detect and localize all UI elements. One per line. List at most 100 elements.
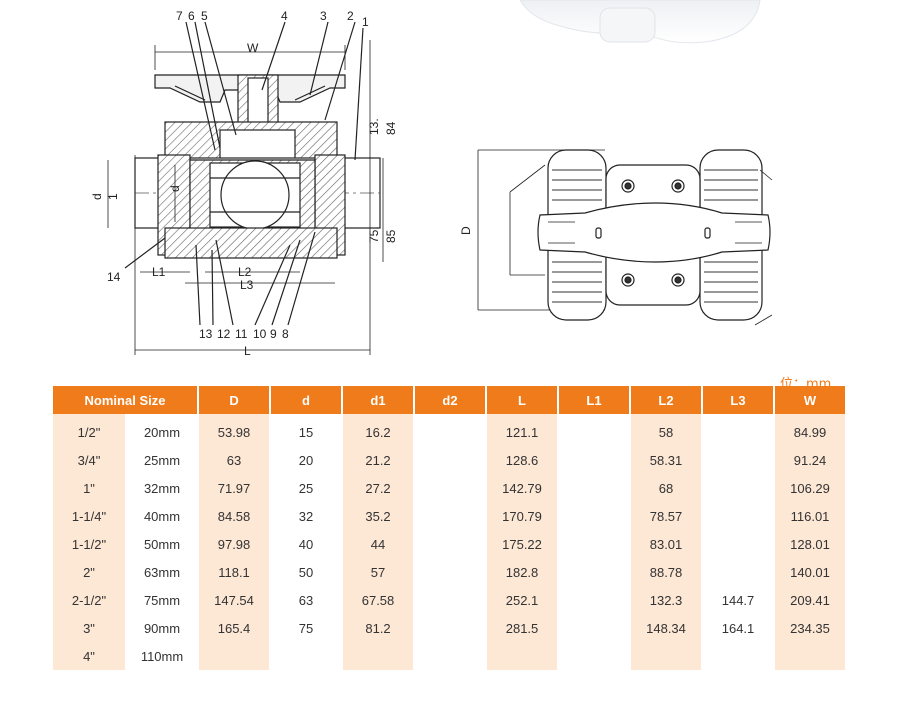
cell-nominal-inch: 2-1/2" (53, 586, 125, 614)
cell-nominal-mm: 110mm (125, 642, 198, 670)
cell-L3 (701, 474, 774, 502)
cell-L2: 132.3 (629, 586, 702, 614)
cell-d: 63 (269, 586, 342, 614)
cell-nominal-mm: 75mm (125, 586, 198, 614)
cell-nominal-mm: 25mm (125, 446, 198, 474)
cell-d1 (341, 642, 414, 670)
section-callouts: 7 6 5 4 3 2 1 13 12 11 10 9 8 14 W L L1 … (90, 9, 398, 358)
cell-L (485, 642, 558, 670)
cell-D: 118.1 (197, 558, 270, 586)
header-d1: d1 (341, 386, 414, 414)
cell-W: 234.35 (773, 614, 846, 642)
cell-W (773, 642, 846, 670)
cell-d2 (413, 502, 486, 530)
cell-L3 (701, 414, 774, 446)
header-W: W (773, 386, 846, 414)
cell-nominal-mm: 50mm (125, 530, 198, 558)
dim-D-label: D (459, 226, 473, 235)
cell-d (269, 642, 342, 670)
cell-D: 71.97 (197, 474, 270, 502)
cell-d1: 21.2 (341, 446, 414, 474)
cell-L1 (557, 614, 630, 642)
cell-L2: 83.01 (629, 530, 702, 558)
cell-L: 128.6 (485, 446, 558, 474)
cell-d1: 44 (341, 530, 414, 558)
callout-8: 8 (282, 327, 289, 341)
cell-L: 170.79 (485, 502, 558, 530)
cell-nominal-inch: 2" (53, 558, 125, 586)
dim-13-label: 13. (367, 118, 381, 135)
callout-13: 13 (199, 327, 213, 341)
dim-d1-label: 1 (106, 193, 120, 200)
header-L1: L1 (557, 386, 630, 414)
cell-L1 (557, 530, 630, 558)
cell-d1: 57 (341, 558, 414, 586)
cell-L2: 68 (629, 474, 702, 502)
cell-L: 121.1 (485, 414, 558, 446)
cell-L1 (557, 474, 630, 502)
cell-L3 (701, 502, 774, 530)
dim-85-label: 85 (384, 229, 398, 243)
cell-nominal-inch: 1-1/2" (53, 530, 125, 558)
dim-l-label: L (244, 344, 251, 358)
cell-d1: 67.58 (341, 586, 414, 614)
cell-W: 209.41 (773, 586, 846, 614)
cell-D (197, 642, 270, 670)
cell-d2 (413, 614, 486, 642)
cell-D: 63 (197, 446, 270, 474)
cell-d: 20 (269, 446, 342, 474)
cell-L3 (701, 558, 774, 586)
cell-nominal-mm: 40mm (125, 502, 198, 530)
cell-d1: 35.2 (341, 502, 414, 530)
header-d: d (269, 386, 342, 414)
cell-L2 (629, 642, 702, 670)
section-view (107, 21, 384, 355)
cell-W: 106.29 (773, 474, 846, 502)
cell-d1: 81.2 (341, 614, 414, 642)
cell-L1 (557, 642, 630, 670)
cell-W: 128.01 (773, 530, 846, 558)
cell-L: 252.1 (485, 586, 558, 614)
cell-L2: 58 (629, 414, 702, 446)
cell-L: 281.5 (485, 614, 558, 642)
cell-d: 50 (269, 558, 342, 586)
callout-4: 4 (281, 9, 288, 23)
cell-L: 182.8 (485, 558, 558, 586)
cell-W: 91.24 (773, 446, 846, 474)
header-D: D (197, 386, 270, 414)
table-header-row: Nominal Size D d d1 d2 L L1 L2 L3 W (53, 386, 846, 414)
cell-d2 (413, 642, 486, 670)
cell-W: 116.01 (773, 502, 846, 530)
cell-L: 175.22 (485, 530, 558, 558)
callout-1: 1 (362, 15, 369, 29)
callout-11: 11 (235, 327, 248, 341)
cell-nominal-inch: 3" (53, 614, 125, 642)
cell-D: 53.98 (197, 414, 270, 446)
callout-7: 7 (176, 9, 183, 23)
header-d2: d2 (413, 386, 486, 414)
cell-d: 32 (269, 502, 342, 530)
dim-84-label: 84 (384, 121, 398, 135)
dim-l1-label: L1 (152, 265, 166, 279)
cell-d2 (413, 586, 486, 614)
header-L3: L3 (701, 386, 774, 414)
cell-d: 25 (269, 474, 342, 502)
cell-L1 (557, 414, 630, 446)
callout-5: 5 (201, 9, 208, 23)
cell-nominal-mm: 90mm (125, 614, 198, 642)
cell-L2: 148.34 (629, 614, 702, 642)
cell-nominal-inch: 4" (53, 642, 125, 670)
cell-D: 165.4 (197, 614, 270, 642)
cell-d: 15 (269, 414, 342, 446)
cell-L3: 164.1 (701, 614, 774, 642)
cell-d2 (413, 558, 486, 586)
header-L: L (485, 386, 558, 414)
callout-14: 14 (107, 270, 121, 284)
cell-d: 75 (269, 614, 342, 642)
